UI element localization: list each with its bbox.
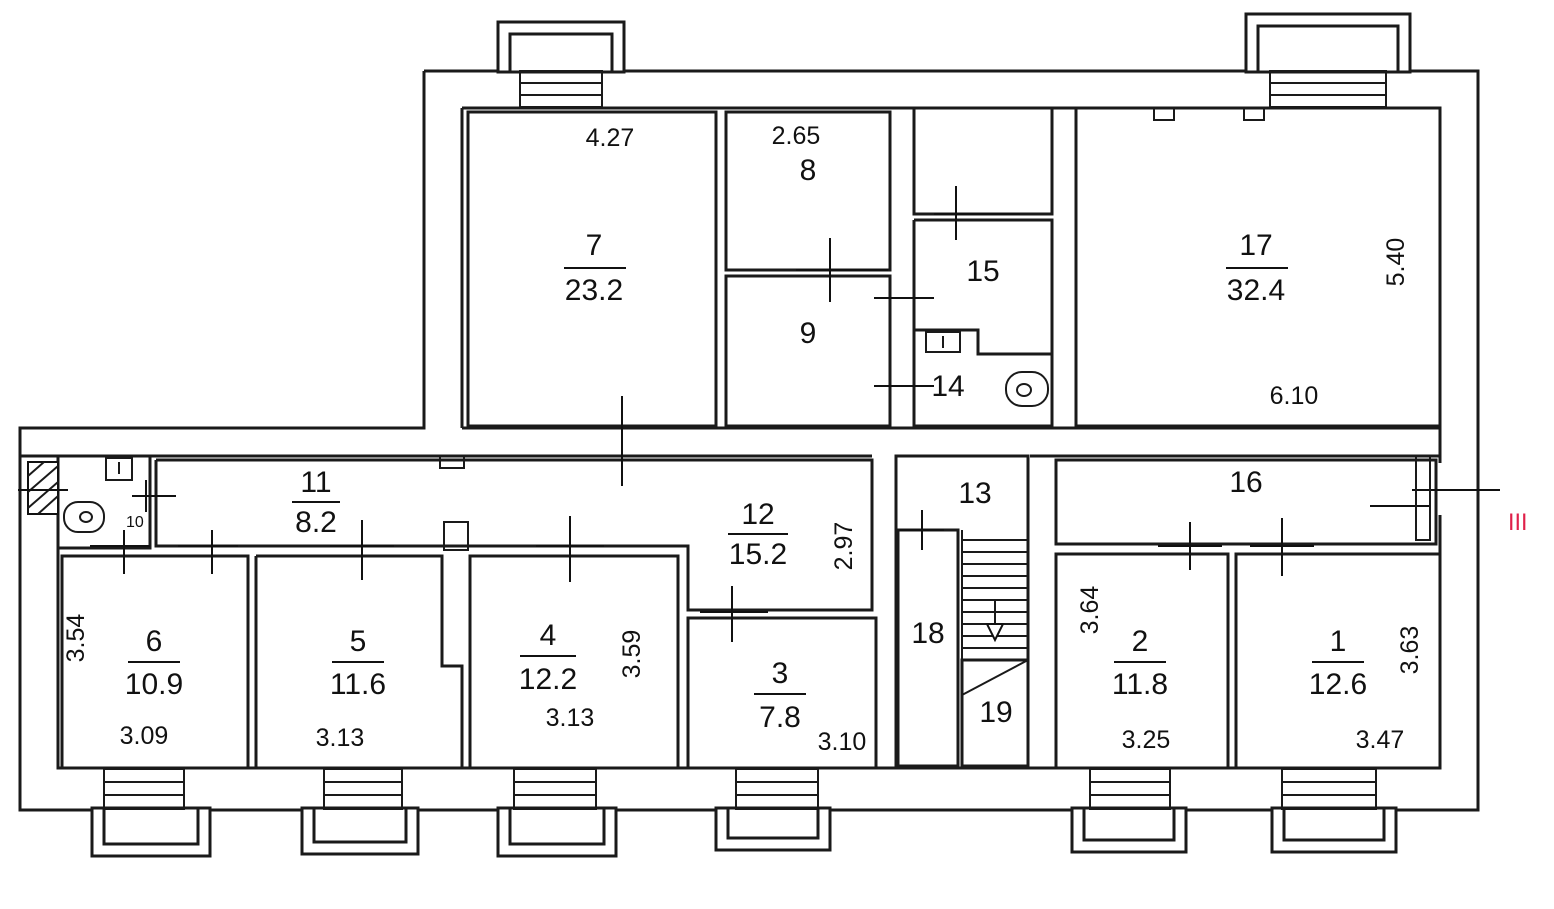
room-11-12-outline: [154, 458, 874, 612]
dim-r1-width: 3.47: [1356, 726, 1405, 754]
room-4-number: 4: [540, 619, 557, 652]
room-13-number: 13: [958, 477, 991, 510]
room-14-outline: [912, 328, 1054, 428]
room-10-outline: [56, 454, 152, 550]
room-15-top-outline: [912, 106, 1054, 216]
fixtures: [27, 107, 1265, 551]
room-14-number: 14: [931, 370, 964, 403]
room-1-number: 1: [1330, 625, 1347, 658]
room-1-area: 12.6: [1309, 668, 1367, 701]
room-19-outline: [960, 658, 1030, 768]
room-7-number: 7: [586, 229, 603, 262]
dim-r4-height: 3.59: [618, 630, 646, 679]
dim-r8-width: 2.65: [772, 122, 821, 150]
dimension-labels: 4.27 2.65 5.40 6.10 2.97 3.54 3.09 3.13 …: [62, 122, 1424, 756]
room-11-number: 11: [300, 466, 331, 499]
dim-r1-height: 3.63: [1396, 626, 1424, 675]
dim-r12-height: 2.97: [830, 522, 858, 571]
dim-r17-width: 6.10: [1270, 382, 1319, 410]
doors: [18, 186, 1500, 642]
stair-arrow-icon: [985, 623, 1005, 643]
room-outlines: [56, 106, 1442, 770]
room-5-outline: [254, 554, 464, 770]
room-9-outline: [724, 274, 892, 428]
room-5-area: 11.6: [330, 668, 386, 701]
dim-r6-width: 3.09: [120, 722, 169, 750]
room-16-outline: [1054, 458, 1438, 546]
room-7-area: 23.2: [565, 274, 623, 307]
room-2-area: 11.8: [1112, 668, 1168, 701]
room-18-number: 18: [911, 617, 944, 650]
room-4-outline: [468, 554, 680, 770]
staircase: [961, 530, 1029, 696]
room-10-number: 10: [126, 514, 144, 531]
room-8-number: 8: [800, 154, 817, 187]
room-17-area: 32.4: [1227, 274, 1285, 307]
dim-r17-height: 5.40: [1382, 238, 1410, 287]
dim-r2-width: 3.25: [1122, 726, 1171, 754]
room-6-number: 6: [146, 625, 163, 658]
room-17-number: 17: [1239, 229, 1272, 262]
room-12-area: 15.2: [729, 538, 787, 571]
room-2-number: 2: [1132, 625, 1149, 658]
room-4-area: 12.2: [519, 663, 577, 696]
dim-r7-width: 4.27: [586, 124, 635, 152]
dim-r4-width: 3.13: [546, 704, 595, 732]
room-16-number: 16: [1229, 466, 1262, 499]
sink-icon: [105, 457, 133, 481]
room-labels: 7 23.2 8 9 15 14 17 32.4 11 8.2 10 12 15…: [125, 154, 1367, 734]
room-12-number: 12: [741, 498, 774, 531]
section-mark: III: [1508, 511, 1527, 536]
room-19-number: 19: [979, 696, 1012, 729]
dim-r5-width: 3.13: [316, 724, 365, 752]
toilet-icon: [63, 501, 105, 533]
outer-walls: [18, 69, 1480, 812]
room-5-number: 5: [350, 625, 367, 658]
dim-r6-height: 3.54: [62, 614, 90, 663]
room-3-area: 7.8: [759, 701, 801, 734]
sink-icon-2: [925, 331, 961, 353]
dim-r3-width: 3.10: [818, 728, 867, 756]
room-9-number: 9: [800, 317, 817, 350]
windows: [90, 12, 1412, 858]
toilet-icon-2: [1005, 371, 1049, 407]
room-7-outline: [466, 110, 718, 428]
room-15-number: 15: [966, 255, 999, 288]
room-6-area: 10.9: [125, 668, 183, 701]
room-11-area: 8.2: [295, 506, 337, 539]
dim-r2-height: 3.64: [1076, 586, 1104, 635]
room-3-number: 3: [772, 657, 789, 690]
column: [443, 521, 469, 551]
